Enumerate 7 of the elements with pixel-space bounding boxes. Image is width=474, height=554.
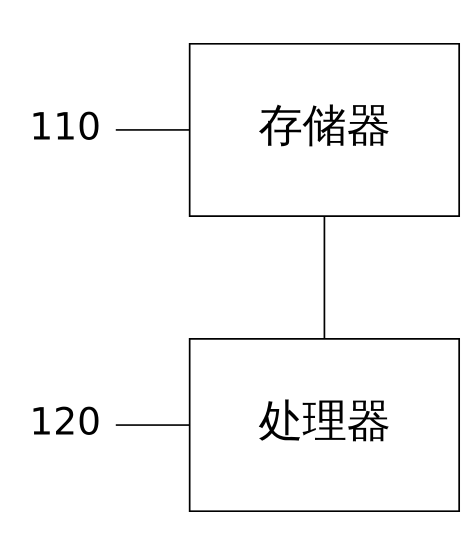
connector — [116, 424, 190, 426]
node-text: 120 — [29, 399, 101, 444]
connector — [324, 216, 326, 338]
node-box: 存储器 — [188, 42, 460, 216]
node-box: 处理器 — [188, 338, 460, 512]
connector — [116, 128, 190, 130]
node-text: 110 — [29, 104, 101, 148]
